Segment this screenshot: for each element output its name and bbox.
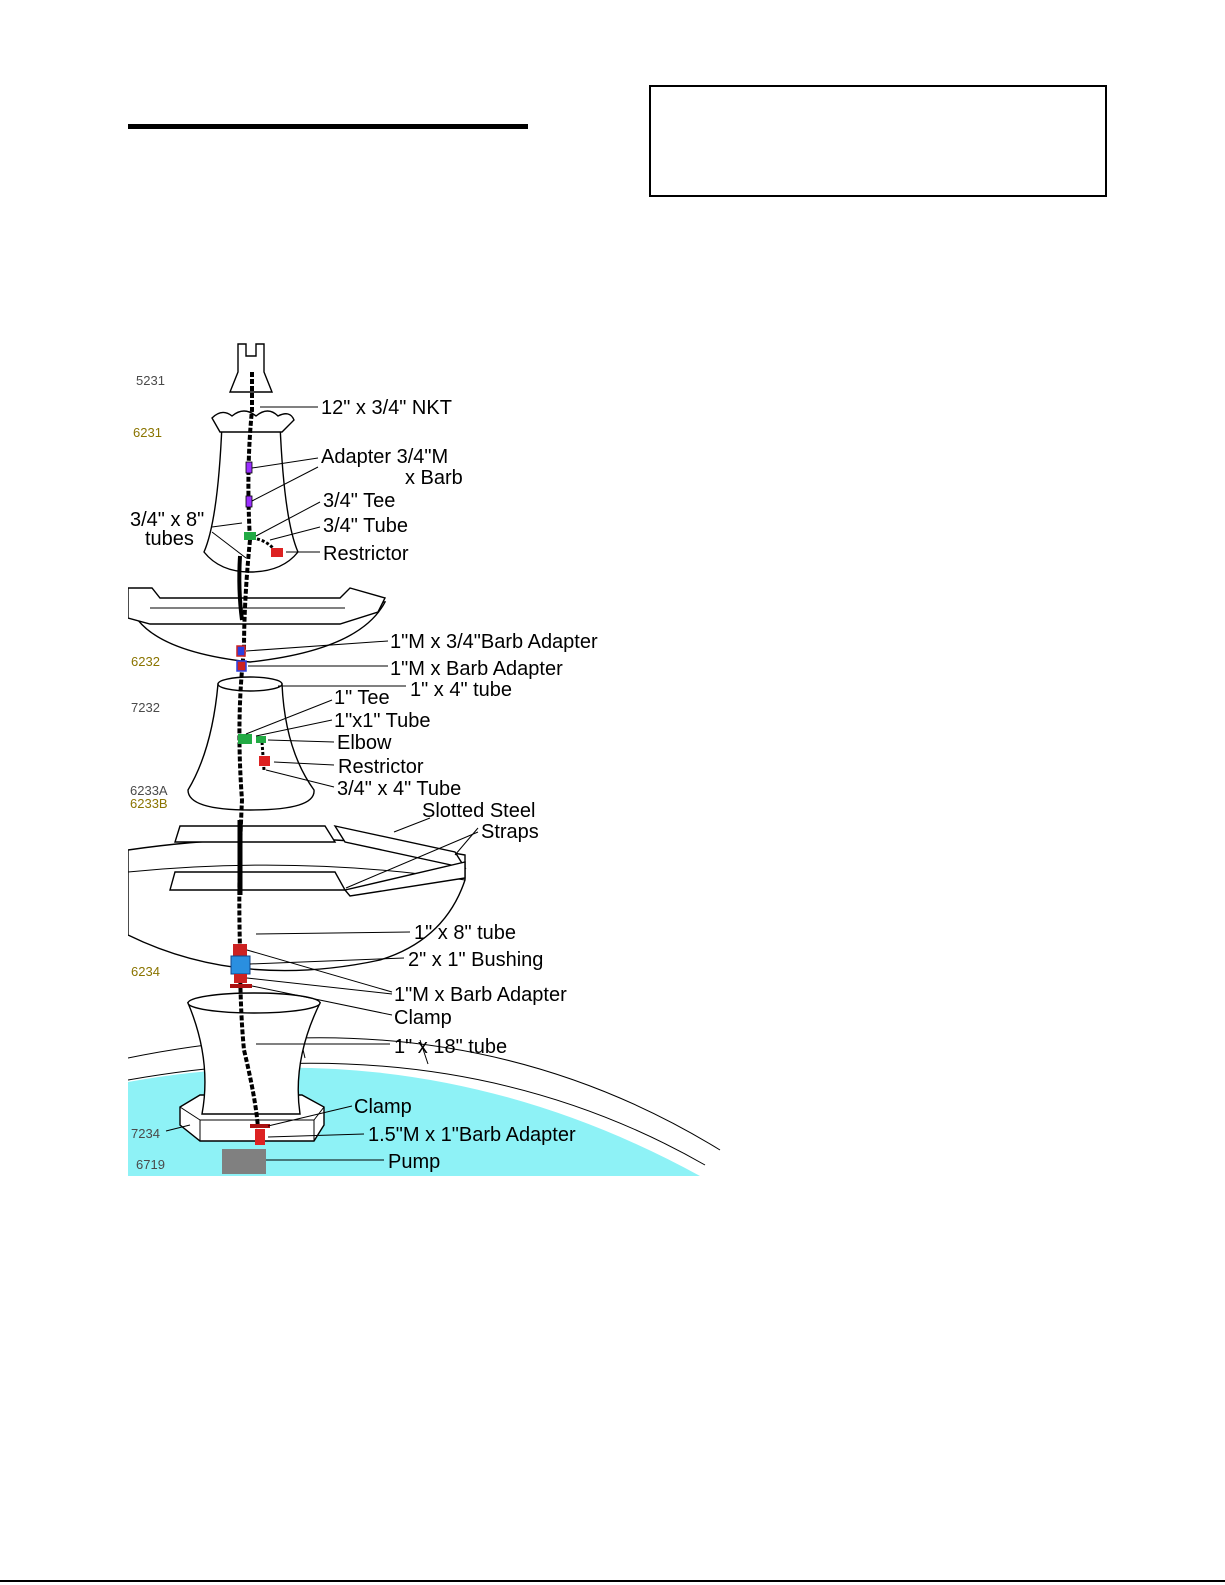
code-6232: 6232 [131,654,160,669]
code-7234: 7234 [131,1126,160,1141]
fountain-drawing [128,343,721,1176]
code-6231: 6231 [133,425,162,440]
label-clamp-mid: Clamp [394,1007,452,1029]
vase-7232 [187,683,315,811]
label-nkt: 12" x 3/4" NKT [321,397,452,419]
label-adapter-15: 1.5"M x 1"Barb Adapter [368,1124,576,1146]
label-adapter-line1: Adapter 3/4"M [321,446,448,468]
leader-lines [165,406,479,1161]
label-barb-adapter-34: 1"M x 3/4"Barb Adapter [390,631,598,653]
code-5231: 5231 [136,373,165,388]
barb-adapter-1-part [236,660,247,672]
page-bottom-rule [0,1580,1225,1582]
code-6233a: 6233A [130,783,168,798]
code-7232: 7232 [131,700,160,715]
label-straps-line1: Slotted Steel [422,800,535,822]
label-barb-adapter-1: 1"M x Barb Adapter [390,658,563,680]
title-underline [128,124,528,129]
label-tube-1x4: 1" x 4" tube [410,679,512,701]
label-restrictor-top: Restrictor [323,543,409,565]
code-6234: 6234 [131,964,160,979]
label-restrictor-mid: Restrictor [338,756,424,778]
bowl-lower-rim [174,825,337,843]
label-tee-1: 1" Tee [334,687,390,709]
barb-adapter-red-top [233,944,247,956]
label-pump: Pump [388,1151,440,1173]
restrictor-mid-part [259,756,270,766]
clamp-low-part [250,1124,270,1128]
pedestal-6234 [186,1002,322,1115]
bowl-middle-rim [128,587,387,625]
code-6719: 6719 [136,1157,165,1172]
elbow-part [256,736,266,743]
label-barb-adapter-low: 1"M x Barb Adapter [394,984,567,1006]
clamp-mid-part [230,984,252,988]
finial-5231 [228,343,274,393]
label-tube-34: 3/4" Tube [323,515,408,537]
label-tube-1x1: 1"x1" Tube [334,710,430,732]
barb-adapter-red-low [234,974,247,983]
code-6233b: 6233B [130,796,168,811]
bushing-part [230,955,251,975]
adapter-34-fitting-bottom [245,495,253,508]
restrictor-top-part [271,548,283,557]
label-tube-1x18: 1" x 18" tube [394,1036,507,1058]
barb-adapter-34-part [236,645,246,657]
label-elbow: Elbow [337,732,392,754]
label-tube-1x8: 1" x 8" tube [414,922,516,944]
adapter-15-part [255,1129,265,1145]
tee-34 [244,532,256,540]
label-tube-34x4: 3/4" x 4" Tube [337,778,461,800]
label-bushing: 2" x 1" Bushing [408,949,543,971]
label-tee-34: 3/4" Tee [323,490,395,512]
label-straps-line2: Straps [481,821,539,843]
pump-body [222,1149,266,1174]
label-tubes8-line1: 3/4" x 8" [130,509,204,531]
tee-1 [238,734,252,744]
note-box [649,85,1107,197]
label-adapter-line2: x Barb [405,467,463,489]
adapter-34-fitting-top [245,461,253,474]
label-tubes8-line2: tubes [145,528,194,550]
label-clamp-low: Clamp [354,1096,412,1118]
